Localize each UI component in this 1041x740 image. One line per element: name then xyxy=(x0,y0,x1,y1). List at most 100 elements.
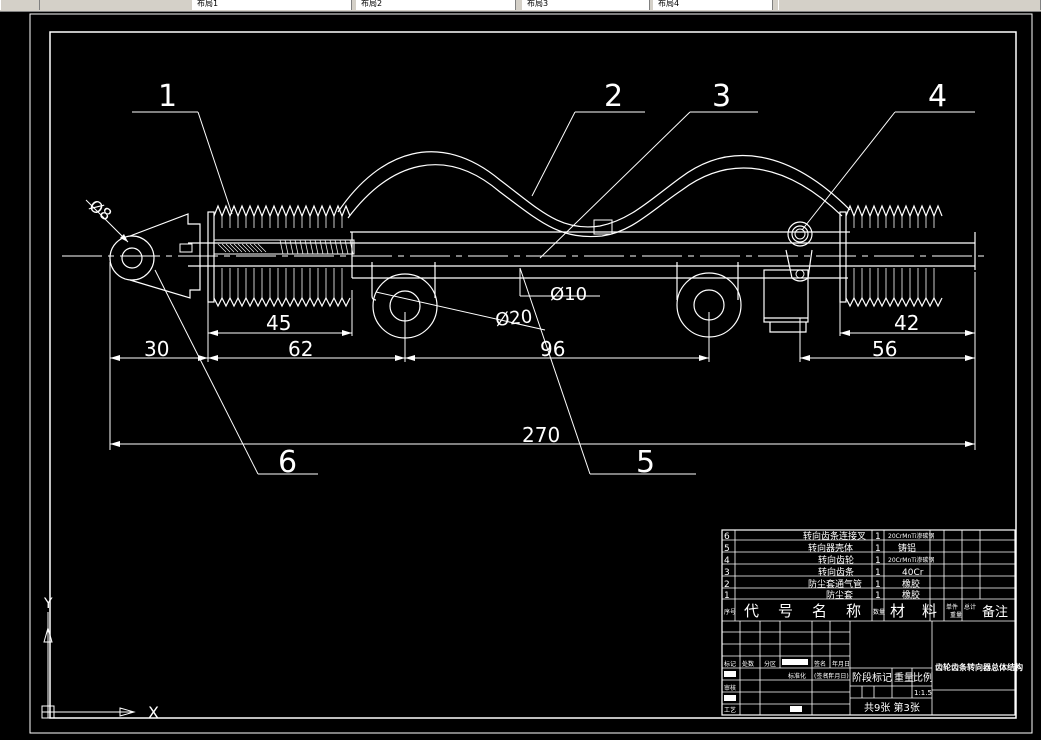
pinion-bracket-hole xyxy=(795,269,805,279)
vent-tube-clip xyxy=(593,219,613,235)
tb-standard-sign: (签名) xyxy=(814,672,831,680)
dim-56: 56 xyxy=(872,337,897,361)
part-row-name: 转向齿条 xyxy=(818,566,854,578)
header-weight: 重量 xyxy=(950,611,962,619)
tb-drawing-title: 齿轮齿条转向器总体结构 xyxy=(935,662,1023,672)
tab-icon-area xyxy=(0,0,40,10)
dim-96: 96 xyxy=(540,337,565,361)
balloon-1: 1 xyxy=(158,79,177,114)
balloon-2: 2 xyxy=(604,79,623,114)
pinion-gear-bore xyxy=(794,228,806,240)
dimension-arrows xyxy=(110,234,975,447)
part-row-name: 转向器壳体 xyxy=(808,542,853,554)
vent-tube-outer xyxy=(337,151,851,228)
part-row-material: 20CrMnTi渗碳钢 xyxy=(888,532,934,540)
cad-drawing: 1 2 3 4 5 6 xyxy=(29,13,1033,734)
tb-mark: 标记 xyxy=(724,660,736,668)
part-row-no: 2 xyxy=(724,580,730,590)
header-qty: 数量 xyxy=(873,608,885,616)
layout-tab-bar: 布局1 布局2 布局3 布局4 xyxy=(0,0,1041,12)
tab-layout-3[interactable]: 布局3 xyxy=(522,0,650,10)
tie-rod-clevis xyxy=(129,213,201,299)
part-row-qty: 1 xyxy=(875,580,881,590)
part-row-no: 1 xyxy=(724,591,730,601)
part-row-material: 橡胶 xyxy=(902,578,920,590)
tab-layout-1[interactable]: 布局1 xyxy=(192,0,352,10)
header-code: 代 xyxy=(744,602,759,620)
part-row-no: 4 xyxy=(724,556,730,566)
header-material: 材 xyxy=(890,602,905,620)
dust-boot-left xyxy=(207,204,351,308)
tab-label: 布局1 xyxy=(197,0,219,8)
tab-layout-2[interactable]: 布局2 xyxy=(356,0,516,10)
housing-left-lug xyxy=(371,262,377,301)
drawing-canvas[interactable]: 1 2 3 4 5 6 xyxy=(0,11,1041,736)
part-row-name: 转向齿轮 xyxy=(818,554,854,566)
tb-approve-block xyxy=(790,706,802,712)
part-row-qty: 1 xyxy=(875,556,881,566)
dim-dia-10: Ø10 xyxy=(550,284,587,305)
ucs-icon xyxy=(41,612,136,719)
part-row-no: 5 xyxy=(724,544,730,554)
spring-coils xyxy=(217,239,354,255)
tab-label: 布局3 xyxy=(527,0,549,8)
header-unit: 单件 xyxy=(946,603,958,611)
part-row-qty: 1 xyxy=(875,568,881,578)
dust-boot-right xyxy=(839,204,943,308)
part-row-name: 转向齿条连接叉 xyxy=(803,530,866,542)
dim-62: 62 xyxy=(288,337,313,361)
tb-sheets: 共9张 第3张 xyxy=(864,701,920,714)
tb-stage-mark: 阶段标记 xyxy=(852,671,892,684)
dimension-lines xyxy=(85,199,976,450)
part-row-material: 40Cr xyxy=(902,568,924,578)
balloon-5: 5 xyxy=(636,445,655,480)
tab-label: 布局4 xyxy=(658,0,680,8)
dim-42: 42 xyxy=(894,311,919,335)
balloon-4: 4 xyxy=(928,79,947,114)
part-row-material: 橡胶 xyxy=(902,589,920,601)
tb-sign: 签名 xyxy=(814,660,826,668)
dim-45: 45 xyxy=(266,311,291,335)
clevis-eye xyxy=(109,235,155,281)
clevis-nut xyxy=(179,243,193,253)
sheet-outer-border xyxy=(29,13,1033,734)
pinion-bracket xyxy=(785,249,813,282)
part-row-qty: 1 xyxy=(875,532,881,542)
pinion-gear-outer xyxy=(787,221,813,247)
dim-dia-20: Ø20 xyxy=(494,306,533,331)
header-name: 名 xyxy=(812,602,827,620)
dim-270: 270 xyxy=(522,423,560,447)
tb-standardize: 标准化 xyxy=(788,672,806,680)
tb-scale-label: 比例 xyxy=(913,671,933,684)
tab-label: 布局2 xyxy=(361,0,383,8)
vent-tube-inner xyxy=(347,164,843,238)
part-row-qty: 1 xyxy=(875,544,881,554)
part-row-name: 防尘套 xyxy=(826,589,853,601)
header-name-2: 称 xyxy=(846,602,861,620)
sheet-inner-border xyxy=(49,31,1017,719)
tb-craft-block xyxy=(724,695,736,701)
header-total: 总计 xyxy=(964,603,976,611)
tb-design-block xyxy=(724,671,736,677)
tb-count: 处数 xyxy=(742,660,754,668)
header-remark: 备注 xyxy=(982,604,1008,620)
pinion-housing xyxy=(763,269,809,323)
pinion-cap xyxy=(764,317,808,333)
part-row-name: 防尘套通气管 xyxy=(808,578,862,590)
dim-30: 30 xyxy=(144,337,169,361)
tb-ymd: (年月日) xyxy=(826,672,849,680)
pinion-gear-inner xyxy=(791,225,809,243)
tb-date: 年月日 xyxy=(832,660,850,668)
part-row-no: 6 xyxy=(724,532,730,542)
part-row-qty: 1 xyxy=(875,591,881,601)
inner-spring xyxy=(213,239,355,255)
clevis-eye-hole xyxy=(121,247,143,269)
title-block: 6 转向齿条连接叉 1 20CrMnTi渗碳钢 5 转向器壳体 1 铸铝 4 转… xyxy=(721,529,1023,716)
part-row-material: 铸铝 xyxy=(898,542,916,554)
header-material-2: 料 xyxy=(922,602,937,620)
part-row-no: 3 xyxy=(724,568,730,578)
tab-layout-4[interactable]: 布局4 xyxy=(653,0,773,10)
tb-zone: 分区 xyxy=(764,660,776,668)
part-row-material: 20CrMnTi渗碳钢 xyxy=(888,556,934,564)
ucs-y-label: Y xyxy=(43,596,53,612)
